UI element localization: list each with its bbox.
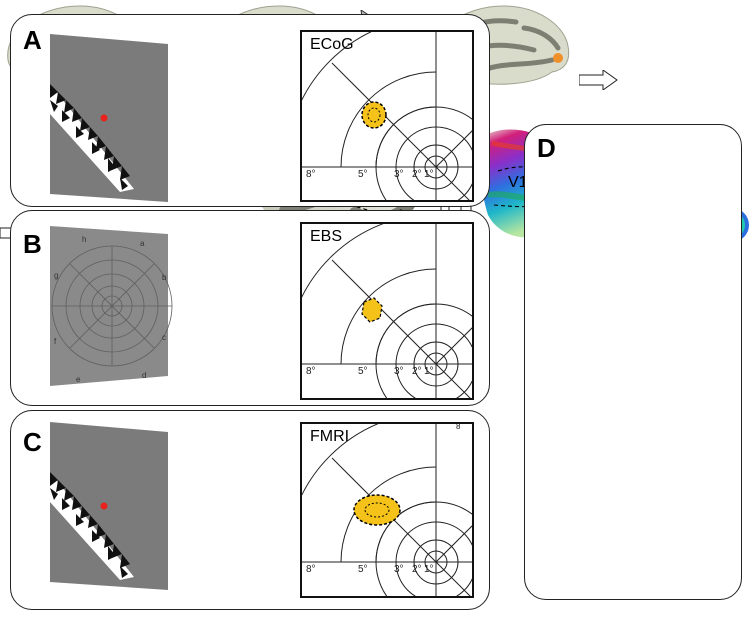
visual-field-map-ebs: EBS 8° 5° 3° 2° 1°: [300, 222, 474, 400]
polar-letter-h: h: [82, 235, 86, 244]
arrow-outline: [578, 69, 618, 91]
v1-label: V1: [508, 174, 528, 191]
ecc-label-1: 1°: [424, 169, 434, 180]
stimulus-screen-checkerboard: [50, 34, 168, 202]
polar-letter-b: b: [162, 273, 167, 282]
polar-grid: [302, 224, 472, 398]
field-title: EBS: [310, 228, 343, 245]
ecc-label-8: 8°: [306, 366, 316, 377]
panel-label: D: [537, 133, 556, 163]
ecc-label-5: 5°: [358, 366, 368, 377]
polar-grid: [302, 32, 472, 200]
polar-letter-c: c: [162, 333, 166, 342]
panel-label: A: [23, 25, 42, 55]
polar-letter-d: d: [142, 371, 146, 380]
ecc-label-1: 1°: [424, 366, 434, 377]
activation-ecog: [361, 101, 387, 129]
visual-field-map-ecog: ECoG 8° 5° 3° 2° 1°: [300, 30, 474, 202]
polar-grid: [302, 424, 472, 596]
activation-ebs: [361, 297, 383, 323]
ecc-label-8: 8°: [306, 169, 316, 180]
fixation-dot: [100, 502, 108, 510]
corner-mark: 8: [456, 422, 461, 431]
polar-letter-e: e: [76, 375, 81, 384]
field-title: FMRI: [310, 428, 350, 445]
fixation-dot: [100, 114, 108, 122]
polar-letter-a: a: [140, 239, 145, 248]
stimulus-screen-polar: h a g b f c e d: [50, 226, 173, 386]
ecc-label-3: 3°: [394, 366, 404, 377]
polar-letter-f: f: [54, 337, 57, 346]
panel-label: B: [23, 229, 42, 259]
field-title: ECoG: [310, 36, 354, 53]
fmri-activation-site: [553, 53, 564, 63]
panel-label: C: [23, 427, 42, 457]
checkerboard-wedge: [50, 84, 134, 192]
ecc-label-3: 3°: [394, 169, 404, 180]
ecc-label-5: 5°: [358, 169, 368, 180]
ecc-label-3: 3°: [394, 564, 404, 575]
panel-d: D: [524, 124, 742, 600]
ecc-label-5: 5°: [358, 564, 368, 575]
activation-fmri: [353, 494, 401, 526]
polar-letter-g: g: [54, 271, 58, 280]
ecc-label-2: 2°: [412, 564, 422, 575]
ecc-label-8: 8°: [306, 564, 316, 575]
ecc-label-2: 2°: [412, 366, 422, 377]
ecc-label-1: 1°: [424, 564, 434, 575]
stimulus-screen-checkerboard: [50, 422, 168, 590]
ecc-label-2: 2°: [412, 169, 422, 180]
visual-field-map-fmri: FMRI 8 8° 5° 3° 2° 1°: [300, 422, 474, 598]
